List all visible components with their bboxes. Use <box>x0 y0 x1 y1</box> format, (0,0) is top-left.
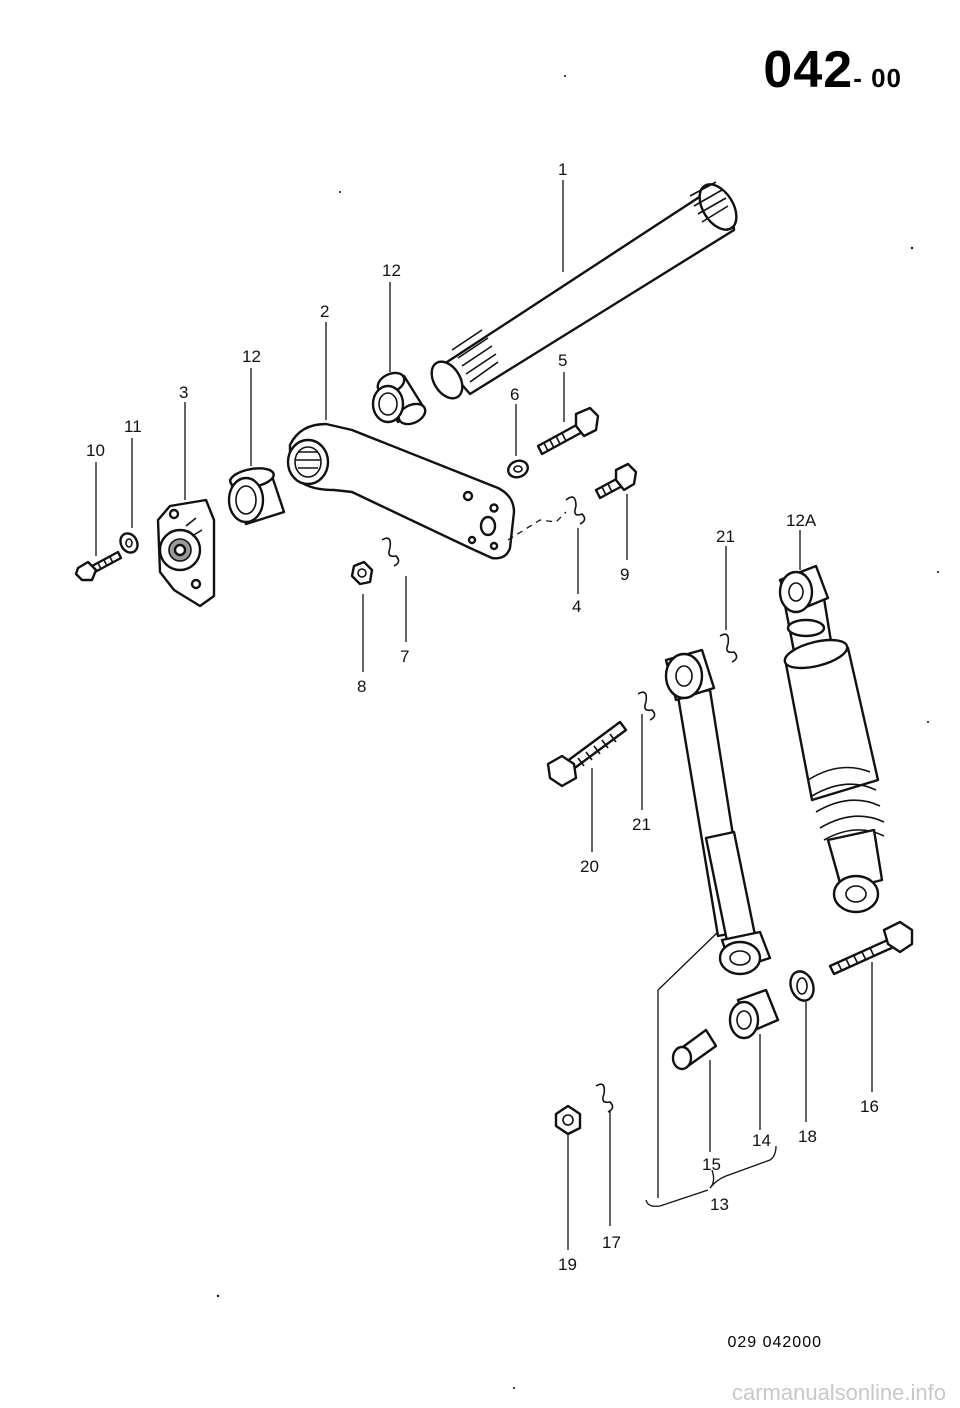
leader-lines <box>95 180 873 1250</box>
label-8: 8 <box>357 677 366 696</box>
bolt-10 <box>74 550 123 582</box>
label-14: 14 <box>752 1131 771 1150</box>
label-1: 1 <box>558 160 567 179</box>
strut-12A <box>778 564 885 914</box>
callout-labels: 1 2 3 4 5 6 7 8 9 10 11 12 12 12A 13 14 … <box>86 160 879 1274</box>
bushing-left <box>227 467 286 526</box>
label-20: 20 <box>580 857 599 876</box>
label-19: 19 <box>558 1255 577 1274</box>
nut-19 <box>554 1104 582 1136</box>
clip-7 <box>381 537 400 567</box>
bolt-9 <box>594 462 638 500</box>
label-15: 15 <box>702 1155 721 1174</box>
bearing-housing <box>156 498 216 608</box>
watermark: carmanualsonline.info <box>731 1380 946 1405</box>
label-11: 11 <box>124 417 142 436</box>
clip-21-upper <box>719 633 738 663</box>
trailing-arm <box>286 422 516 560</box>
torsion-bar <box>430 181 738 400</box>
label-12A: 12A <box>786 511 817 530</box>
scan-specks <box>216 75 939 1389</box>
label-5: 5 <box>558 351 567 370</box>
page-code: 042- 00 <box>763 41 902 99</box>
label-21-upper: 21 <box>716 527 735 546</box>
bolt-20 <box>546 720 628 788</box>
bushing-upper <box>371 371 427 426</box>
label-10: 10 <box>86 441 105 460</box>
sleeve-15 <box>671 1028 718 1071</box>
bolt-5 <box>536 406 600 456</box>
nut-8 <box>350 560 374 586</box>
washer-11 <box>119 532 139 554</box>
label-16: 16 <box>860 1097 879 1116</box>
label-9: 9 <box>620 565 629 584</box>
figure-code: 029 042000 <box>727 1334 822 1351</box>
clip-4 <box>565 496 586 525</box>
label-7: 7 <box>400 647 409 666</box>
label-6: 6 <box>510 385 519 404</box>
label-2: 2 <box>320 302 329 321</box>
washer-6 <box>507 459 529 479</box>
label-17: 17 <box>602 1233 621 1252</box>
label-3: 3 <box>179 383 188 402</box>
label-21-lower: 21 <box>632 815 651 834</box>
label-12-upper: 12 <box>382 261 401 280</box>
label-13: 13 <box>710 1195 729 1214</box>
bushing-14 <box>728 988 780 1040</box>
washer-18 <box>789 970 815 1002</box>
label-4: 4 <box>572 597 581 616</box>
clip-17 <box>595 1083 614 1113</box>
label-12-left: 12 <box>242 347 261 366</box>
bolt-16 <box>828 920 914 976</box>
clip-21-lower <box>637 691 656 721</box>
shock-absorber <box>664 648 772 976</box>
label-18: 18 <box>798 1127 817 1146</box>
